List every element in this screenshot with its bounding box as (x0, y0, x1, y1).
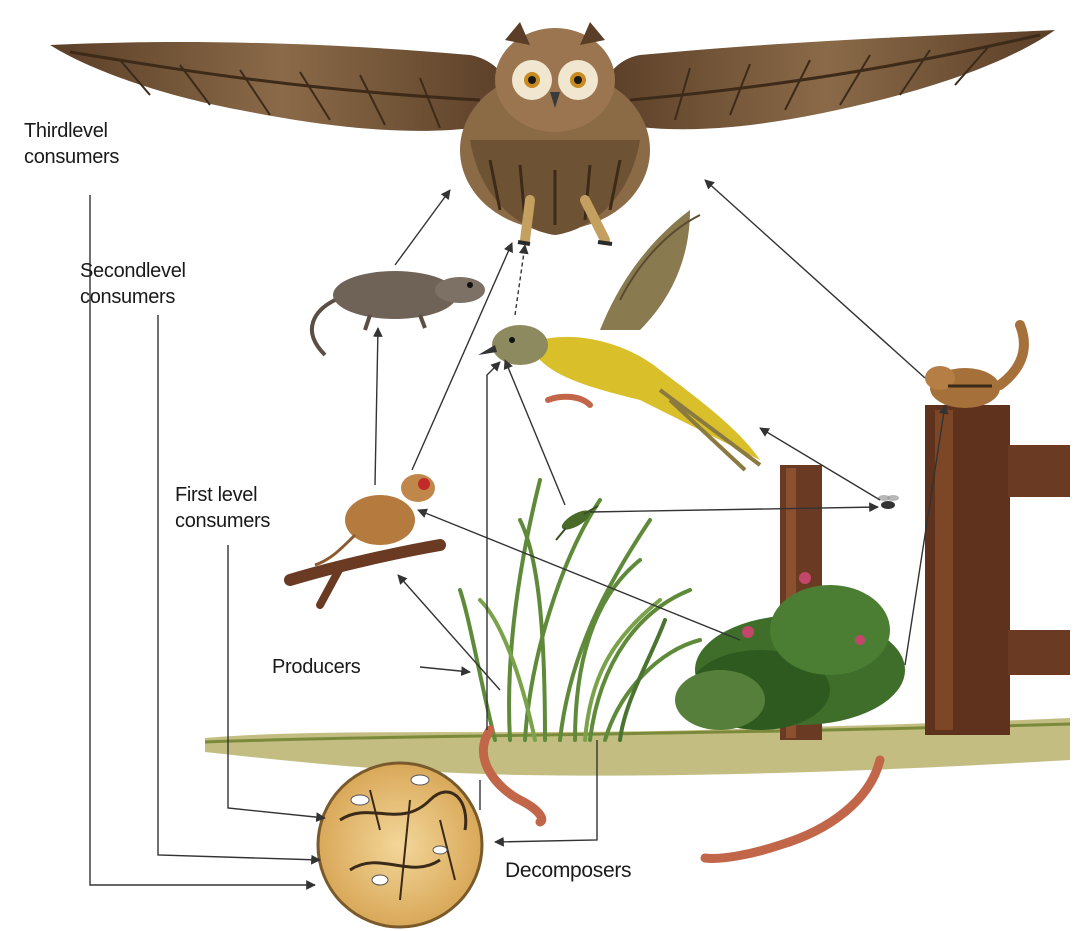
arrow-grasshopper-to-bird (505, 360, 565, 505)
arrow-chipmunk-to-owl (705, 180, 925, 378)
shrew-icon (312, 271, 485, 355)
arrow-producers-to-bird (487, 362, 500, 730)
mouse-icon (290, 474, 440, 605)
second-level-line-1: Secondlevel (80, 258, 186, 284)
arrow-first-to-decomposers (228, 545, 325, 818)
producers-label: Producers (272, 654, 360, 680)
arrow-grasshopper-to-fly (590, 507, 878, 512)
first-level-line-2: consumers (175, 508, 270, 534)
arrow-second-to-decomposers (158, 315, 320, 860)
arrow-bird-to-owl (515, 245, 525, 315)
chipmunk-icon (925, 325, 1024, 408)
owl-icon (50, 22, 1055, 244)
decomposer-microbe-icon (318, 763, 482, 927)
fly-icon (878, 495, 899, 509)
arrow-mouse-to-shrew (375, 328, 378, 485)
third-level-line-1: Thirdlevel (24, 118, 119, 144)
arrow-producers-pointer (420, 667, 470, 672)
third-level-consumers-label: Thirdlevel consumers (24, 118, 119, 170)
decomposers-label: Decomposers (505, 858, 631, 884)
third-level-line-2: consumers (24, 144, 119, 170)
second-level-line-2: consumers (80, 284, 186, 310)
arrow-shrew-to-owl (395, 190, 450, 265)
arrow-grass-to-mouse (398, 575, 500, 690)
second-level-consumers-label: Secondlevel consumers (80, 258, 186, 310)
first-level-line-1: First level (175, 482, 270, 508)
first-level-consumers-label: First level consumers (175, 482, 270, 534)
yellow-bird-icon (478, 210, 760, 470)
